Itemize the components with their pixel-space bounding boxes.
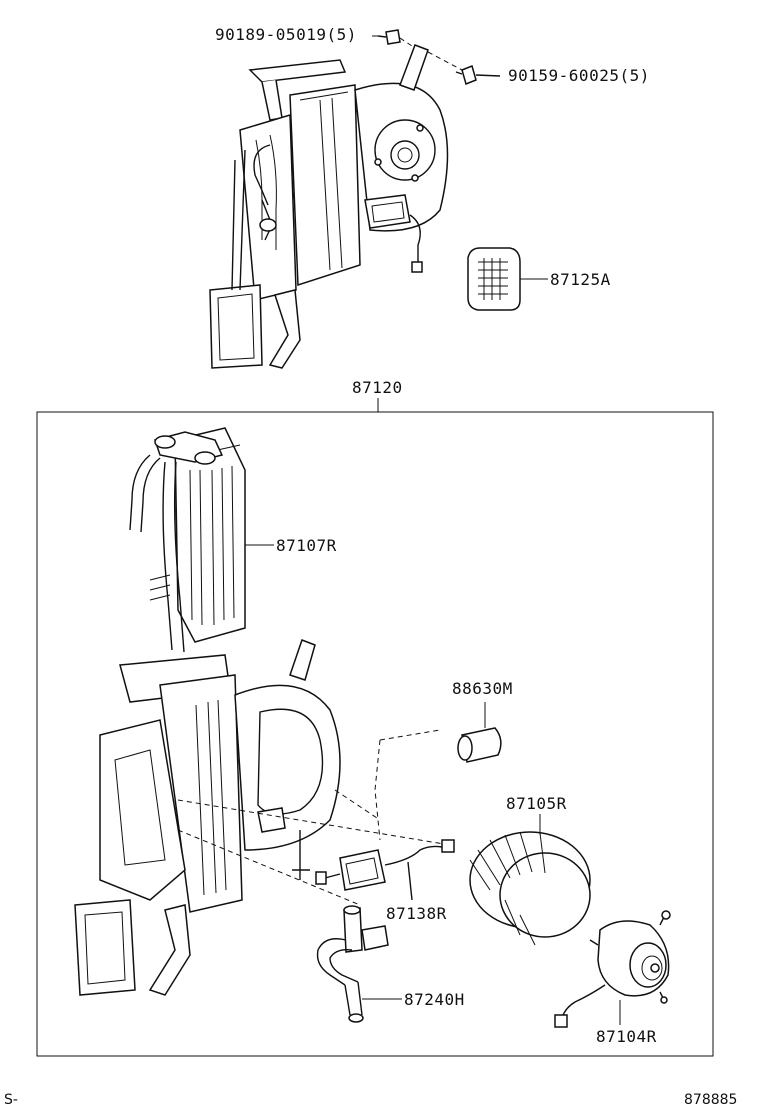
- water-valve-hose-icon: [316, 905, 389, 1023]
- leader-dash: [399, 37, 416, 49]
- label-blower-motor: 87104R: [596, 1027, 657, 1046]
- guide-dash: [374, 739, 381, 841]
- fan-icon: [469, 831, 591, 946]
- heater-housing-icon: [74, 639, 341, 996]
- heater-core-icon: [129, 427, 246, 653]
- label-heater-core: 87107R: [276, 536, 337, 555]
- blower-motor-icon: [554, 910, 671, 1028]
- guide-dash: [177, 829, 361, 906]
- label-resistor: 88630M: [452, 679, 513, 698]
- guide-dash: [379, 729, 441, 741]
- wire-harness-icon: [315, 839, 455, 901]
- assembled-heater-unit: [209, 44, 449, 369]
- guide-dash: [334, 789, 381, 821]
- label-hose-valve: 87240H: [404, 990, 465, 1009]
- label-grille: 87125A: [550, 270, 611, 289]
- guide-dash: [177, 799, 451, 846]
- label-screw-top: 90189-05019(5): [215, 25, 357, 44]
- label-screw-right: 90159-60025(5): [508, 66, 650, 85]
- label-wire-harness: 87138R: [386, 904, 447, 923]
- footer-right-code: 878885: [684, 1092, 737, 1108]
- resistor-icon: [457, 727, 502, 763]
- footer-left-code: S-: [4, 1092, 18, 1108]
- screw-right-icon: [455, 64, 501, 86]
- label-fan: 87105R: [506, 794, 567, 813]
- leader-dash: [427, 51, 463, 71]
- assembly-frame: [36, 411, 714, 1057]
- grille-icon: [467, 247, 521, 311]
- label-assembly: 87120: [352, 378, 403, 397]
- screw-top-icon: [377, 29, 401, 45]
